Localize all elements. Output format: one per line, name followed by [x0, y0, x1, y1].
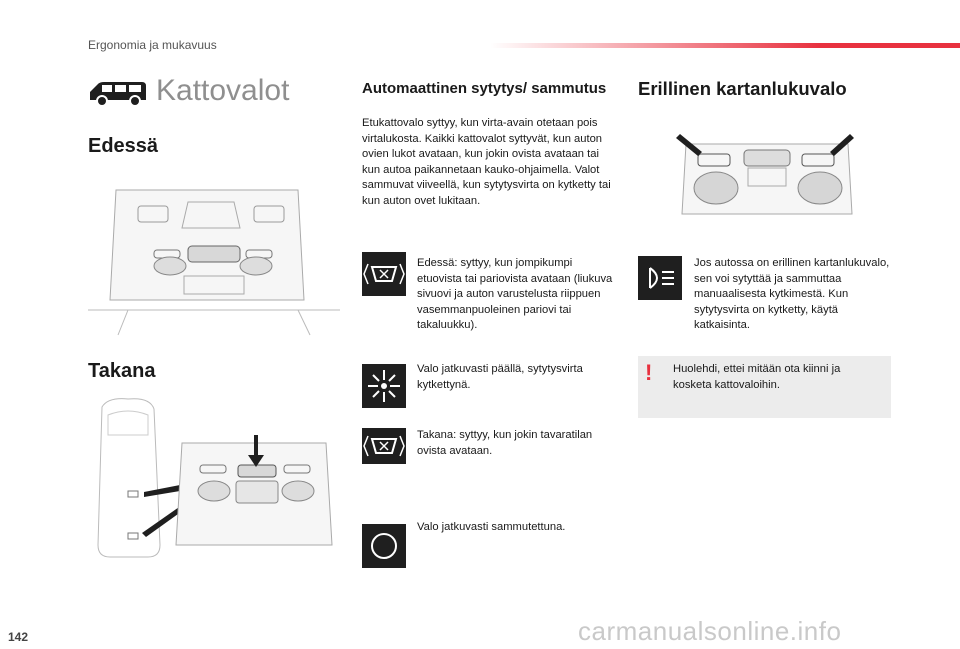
door-light-icon	[362, 252, 406, 296]
auto-onoff-heading: Automaattinen sytytys/ sammutus	[362, 80, 607, 97]
reading-light-illustration	[676, 134, 854, 215]
item-light-off-text: Valo jatkuvasti sammutettuna.	[417, 521, 566, 533]
reading-light-heading: Erillinen kartanlukuvalo	[638, 78, 847, 99]
front-heading: Edessä	[88, 135, 159, 157]
header-accent-bar	[490, 43, 960, 48]
warning-text: Huolehdi, ettei mitään ota kiinni ja kos…	[673, 363, 841, 391]
rear-ceiling-light-illustration	[97, 398, 333, 558]
reading-light-icon	[638, 256, 682, 300]
front-ceiling-light-illustration	[88, 189, 340, 336]
auto-onoff-intro: Etukattovalo syttyy, kun virta-avain ote…	[362, 117, 611, 207]
section-label: Ergonomia ja mukavuus	[88, 38, 217, 52]
rear-heading: Takana	[88, 360, 156, 382]
reading-light-text: Jos autossa on erillinen kartanlukuvalo,…	[694, 257, 890, 332]
item-rear-door-text: Takana: syttyy, kun jokin tavaratilan ov…	[417, 429, 593, 457]
door-light-icon	[362, 428, 406, 464]
warning-icon: !	[645, 360, 653, 385]
page-number: 142	[8, 630, 29, 644]
light-on-icon	[362, 364, 406, 408]
warning-box	[638, 356, 891, 418]
watermark: carmanualsonline.info	[578, 616, 842, 646]
van-icon	[90, 82, 146, 107]
item-front-door-text: Edessä: syttyy, kun jompikumpi etuovista…	[417, 257, 613, 332]
light-off-icon	[362, 524, 406, 568]
item-light-on-text: Valo jatkuvasti päällä, sytytysvirta kyt…	[417, 363, 583, 391]
page-title: Kattovalot	[156, 74, 290, 107]
